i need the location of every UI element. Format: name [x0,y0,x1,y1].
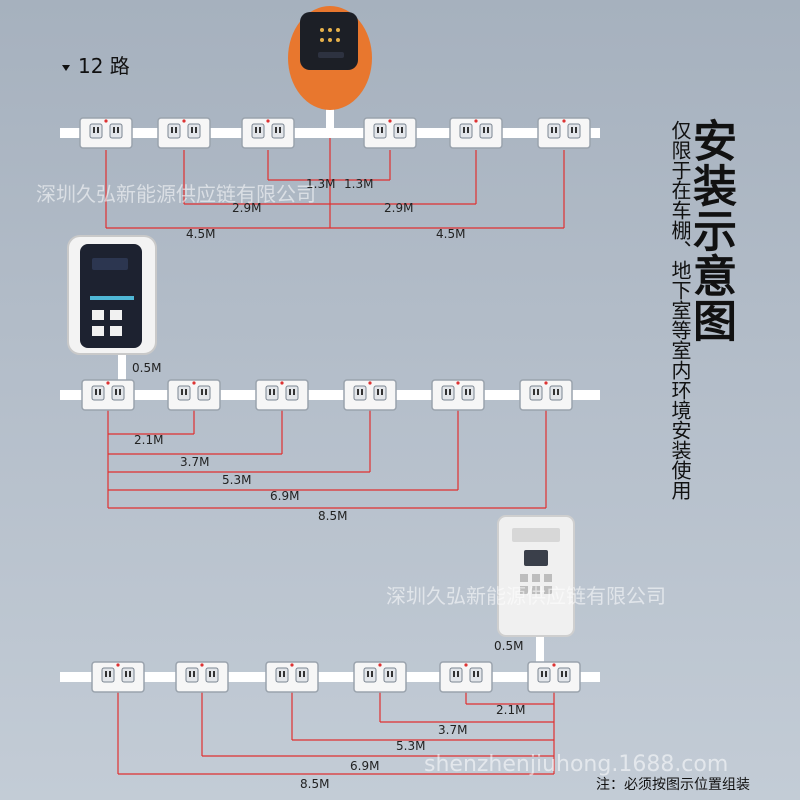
rail-bottom [60,672,600,682]
feed-label-middle: 0.5M [132,361,161,375]
watermark-text: 深圳久弘新能源供应链有限公司 [386,584,666,608]
measure-label-top-6: 4.5M [436,227,465,241]
watermark-url: shenzhenjiuhong.1688.com [424,752,729,777]
feeder-middle [118,350,126,392]
charging-station-icon [497,515,575,637]
measure-label-top-2: 1.3M [344,177,373,191]
measure-label-bot-5: 8.5M [300,777,329,791]
rail-top [60,128,600,138]
power-socket-icon [353,661,407,693]
power-socket-icon [255,379,309,411]
power-socket-icon [431,379,485,411]
power-socket-icon [537,117,591,149]
power-socket-icon [519,379,573,411]
charging-station-icon [67,235,157,355]
power-socket-icon [81,379,135,411]
feeder-bottom [536,636,544,674]
routes-label: 12 路 [62,50,130,79]
feeder-top [326,100,334,130]
page-title: 安装示意图 [685,118,736,343]
measure-label-mid-5: 8.5M [318,509,347,523]
measure-label-bot-3: 5.3M [396,739,425,753]
power-socket-icon [343,379,397,411]
power-socket-icon [527,661,581,693]
power-socket-icon [363,117,417,149]
power-socket-icon [175,661,229,693]
measure-label-mid-4: 6.9M [270,489,299,503]
measure-label-mid-2: 3.7M [180,455,209,469]
charging-station-icon [288,6,372,110]
routes-text: 12 路 [78,54,130,78]
measure-label-bot-1: 2.1M [496,703,525,717]
measure-label-top-4: 2.9M [384,201,413,215]
watermark-text: 深圳久弘新能源供应链有限公司 [36,182,316,206]
power-socket-icon [241,117,295,149]
power-socket-icon [91,661,145,693]
power-socket-icon [439,661,493,693]
measure-label-top-3: 2.9M [232,201,261,215]
measure-label-mid-3: 5.3M [222,473,251,487]
rail-middle [60,390,600,400]
power-socket-icon [167,379,221,411]
power-socket-icon [79,117,133,149]
measure-label-bot-4: 6.9M [350,759,379,773]
measure-label-bot-2: 3.7M [438,723,467,737]
measure-label-top-1: 1.3M [306,177,335,191]
power-socket-icon [265,661,319,693]
measure-label-mid-1: 2.1M [134,433,163,447]
feed-label-bottom: 0.5M [494,639,523,653]
power-socket-icon [449,117,503,149]
assembly-note: 注：必须按图示位置组装 [596,777,750,793]
power-socket-icon [157,117,211,149]
measure-label-top-5: 4.5M [186,227,215,241]
page-subtitle: 仅限于在车棚、地下室等室内环境安装使用 [668,120,692,500]
caret-down-icon [62,64,70,71]
